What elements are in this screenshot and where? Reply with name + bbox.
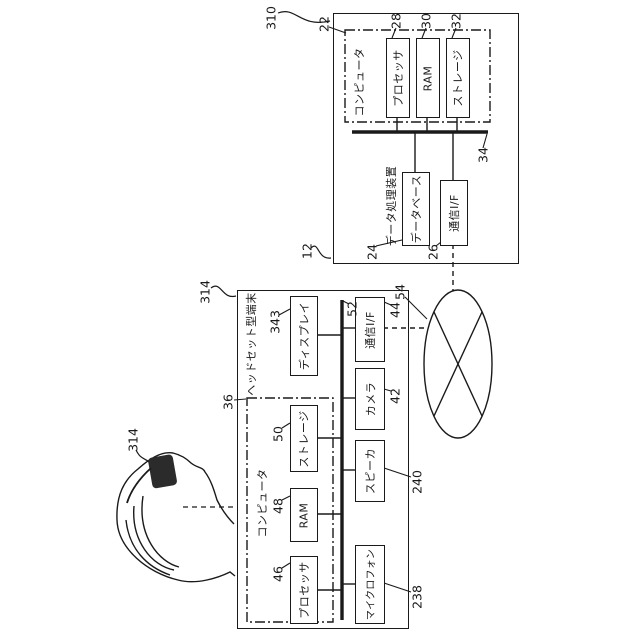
server-computer-dashdot-box <box>344 29 491 123</box>
ref-24: 24 <box>364 244 380 260</box>
headset-display-box: ディスプレイ <box>290 296 318 376</box>
ref-46: 46 <box>270 566 286 582</box>
server-caption: データ処理装置 <box>385 165 398 247</box>
hair-stroke <box>125 519 171 576</box>
headset-caption: ヘッドセット型端末 <box>245 292 258 396</box>
ref-343: 343 <box>267 310 283 334</box>
ref-310: 310 <box>263 6 279 30</box>
headset-bus-stubs <box>316 327 355 591</box>
ref-238: 238 <box>409 585 425 609</box>
ref-22: 22 <box>316 16 332 32</box>
ref-310-arrow <box>277 11 331 23</box>
headset-ram-label: RAM <box>297 502 311 528</box>
ref-52: 52 <box>344 301 360 317</box>
headset-camera-box: カメラ <box>355 368 385 430</box>
headset-microphone-label: マイクロフォン <box>366 548 378 621</box>
hair-stroke <box>141 495 180 568</box>
server-database-box: データベース <box>402 172 430 246</box>
ref-314-box-arrow <box>210 285 237 298</box>
headset-computer-dashdot-box <box>246 397 334 623</box>
server-comm-if-label: 通信I/F <box>448 194 461 232</box>
ref-48: 48 <box>270 498 286 514</box>
server-database-label: データベース <box>410 174 424 244</box>
ref-12: 12 <box>299 243 315 259</box>
headset-processor-box: プロセッサ <box>290 556 318 624</box>
ref-30: 30 <box>418 13 434 29</box>
server-processor-box: プロセッサ <box>386 38 410 118</box>
server-comm-if-box: 通信I/F <box>440 180 468 246</box>
headset-camera-label: カメラ <box>364 381 377 417</box>
leader-lines <box>233 26 488 593</box>
head-outline <box>116 452 236 583</box>
headset-speaker-label: スピーカ <box>364 448 377 494</box>
headset-comm-if-box: 通信I/F <box>355 297 385 362</box>
ref-44: 44 <box>387 302 403 318</box>
ref-26: 26 <box>425 244 441 260</box>
headset-box <box>237 290 409 629</box>
server-storage-label: ストレージ <box>452 49 465 107</box>
headset-storage-label: ストレージ <box>298 409 311 468</box>
server-storage-box: ストレージ <box>446 38 470 118</box>
user-head-sketch <box>116 452 236 583</box>
ref-32: 32 <box>448 13 464 29</box>
hair-stroke <box>133 505 175 571</box>
ref-34: 34 <box>475 147 491 163</box>
server-bus-stubs <box>396 116 458 180</box>
headset-comm-if-label: 通信I/F <box>364 310 377 349</box>
ref-314-box: 314 <box>197 280 213 304</box>
headset-speaker-box: スピーカ <box>355 440 385 502</box>
headset-processor-label: プロセッサ <box>298 561 311 619</box>
headset-microphone-box: マイクロフォン <box>355 545 385 624</box>
ref-50: 50 <box>270 426 286 442</box>
server-ram-box: RAM <box>416 38 440 118</box>
headset-ram-box: RAM <box>290 488 318 542</box>
ref-36: 36 <box>220 394 236 410</box>
headset-display-label: ディスプレイ <box>298 301 312 371</box>
headset-storage-box: ストレージ <box>290 405 318 472</box>
server-processor-label: プロセッサ <box>392 49 405 107</box>
ref-42: 42 <box>387 388 403 404</box>
server-computer-caption: コンピュータ <box>353 47 366 117</box>
ref-54: 54 <box>392 284 408 300</box>
server-ram-label: RAM <box>421 65 435 91</box>
network-links <box>183 244 454 508</box>
ref-240: 240 <box>409 470 425 494</box>
network-ellipse <box>423 289 493 439</box>
ref-28: 28 <box>388 13 404 29</box>
ref-12-arrow <box>310 245 332 259</box>
server-box <box>333 13 519 264</box>
headset-computer-caption: コンピュータ <box>256 468 269 538</box>
worn-headset-device <box>148 454 177 489</box>
ref-314-head: 314 <box>125 428 141 452</box>
headset-strap <box>126 467 152 504</box>
